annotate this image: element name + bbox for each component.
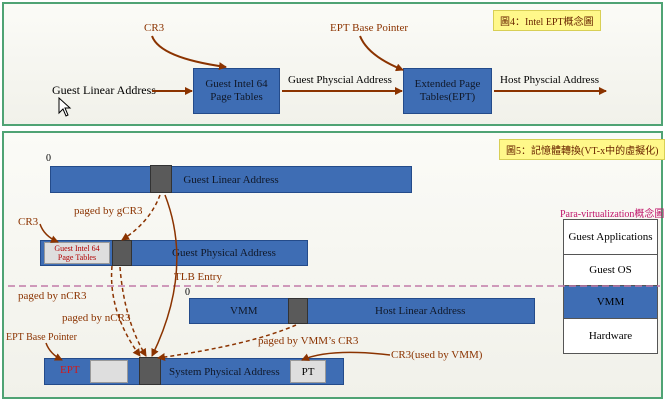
ept-region-label: EPT [60,364,80,376]
guest-linear-address-bar: Guest Linear Address [50,166,412,193]
zero-mid-label: 0 [185,287,190,298]
pt-block: PT [290,360,326,383]
cr3-used-by-vmm-label: CR3(used by VMM) [391,349,483,361]
guest-physical-address-text: Guest Physical Address [172,247,276,259]
guest-linear-page [150,165,172,193]
ept-region-block [90,360,128,383]
guest-physical-address-label: Guest Physcial Address [288,74,392,86]
host-linear-address-bar: VMM Host Linear Address [189,298,535,324]
guest-linear-address-text: Guest Linear Address [183,173,279,186]
mouse-cursor-icon [58,97,72,117]
figure-4-label: 圖4：Intel EPT概念圖 [493,10,601,31]
para-virtualization-title: Para-virtualization概念圖 [560,209,665,220]
cr3-label: CR3 [144,22,165,34]
system-physical-address-text: System Physical Address [169,365,280,378]
ept-base-pointer-bottom-label: EPT Base Pointer [6,332,77,343]
host-physical-address-label: Host Physcial Address [500,74,599,86]
layer-hardware: Hardware [563,318,658,354]
zero-top-label: 0 [46,153,51,164]
vmm-text: VMM [230,305,258,317]
paged-by-gcr3-label: paged by gCR3 [74,205,143,217]
system-physical-page [139,357,161,385]
paged-by-ncr3-label-1: paged by nCR3 [18,290,87,302]
guest-linear-address-label: Guest Linear Address [52,83,156,97]
host-linear-page [288,298,308,324]
host-linear-address-text: Host Linear Address [375,305,466,317]
guest-physical-page [112,240,132,266]
figure-5-label: 圖5：記憶體轉換(VT-x中的虛擬化) [499,139,666,160]
cr3-bottom-label: CR3 [18,216,39,228]
guest-page-tables-small-box: Guest Intel 64 Page Tables [44,242,110,264]
paged-by-ncr3-label-2: paged by nCR3 [62,312,131,324]
tlb-entry-label: TLB Entry [174,271,222,283]
layer-vmm: VMM [563,285,658,319]
guest-page-tables-box: Guest Intel 64 Page Tables [193,68,280,114]
layer-guest-os: Guest OS [563,254,658,286]
ept-base-pointer-label: EPT Base Pointer [330,22,409,34]
paged-by-vmm-cr3-label: paged by VMM’s CR3 [258,335,359,347]
layer-guest-applications: Guest Applications [563,219,658,255]
ept-box: Extended Page Tables(EPT) [403,68,492,114]
